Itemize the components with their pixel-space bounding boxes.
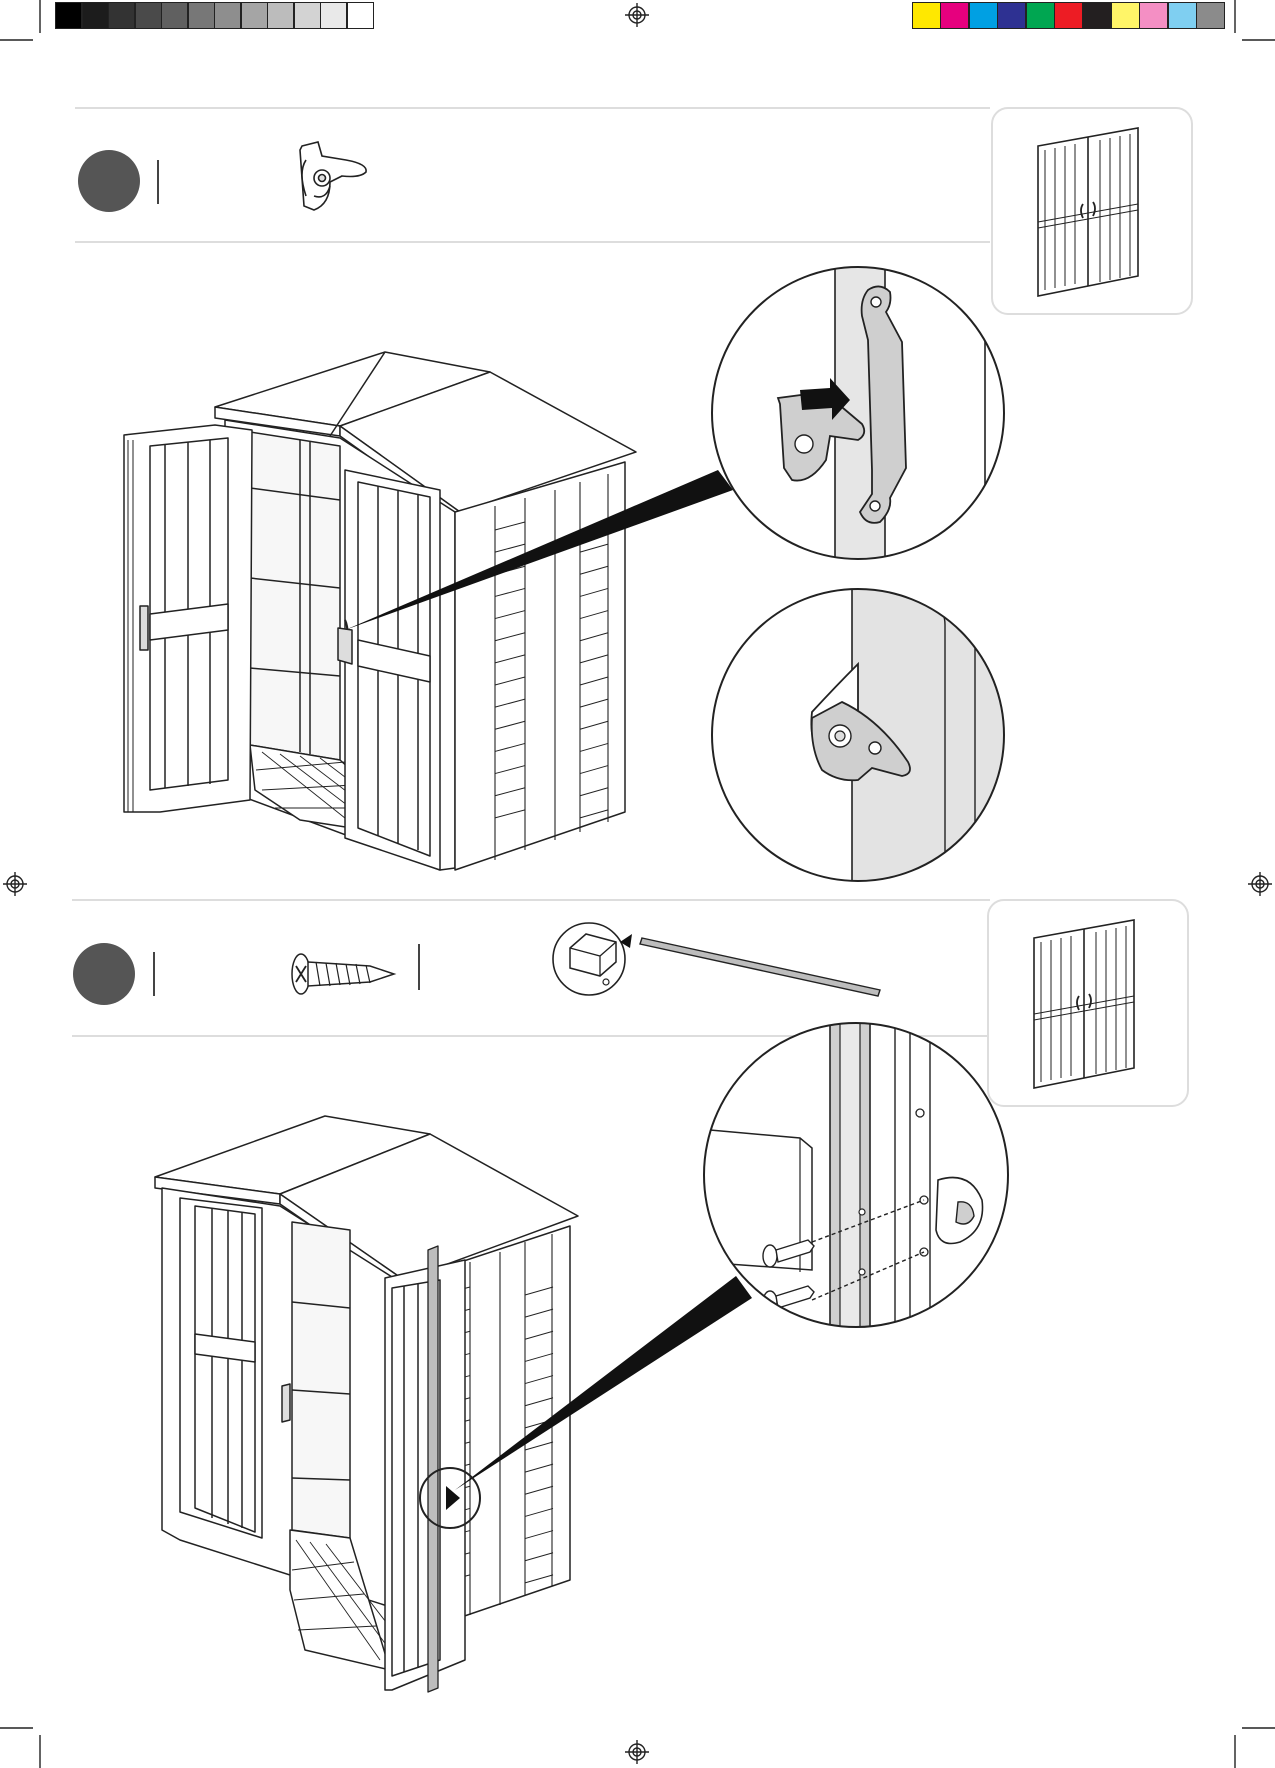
process-color-swatch: [1026, 2, 1055, 29]
process-color-swatch: [1168, 2, 1197, 29]
process-color-swatch: [912, 2, 941, 29]
step-2-door-thumbnail: [988, 900, 1188, 1106]
grayscale-swatch: [294, 2, 321, 29]
latch-installed-detail-circle: [700, 580, 1020, 890]
grayscale-swatch: [161, 2, 188, 29]
process-color-swatch: [1196, 2, 1225, 29]
shed-illustration-step-1: [124, 352, 636, 870]
process-color-swatch: [1139, 2, 1168, 29]
registration-mark-bottom: [625, 1740, 649, 1764]
step-1-badge: [78, 150, 140, 212]
latch-insert-detail-circle: [700, 260, 1020, 570]
metal-strip-part-icon: [553, 923, 880, 996]
grayscale-swatch: [241, 2, 268, 29]
grayscale-swatch: [214, 2, 241, 29]
process-color-swatch: [1111, 2, 1140, 29]
grayscale-swatch: [55, 2, 82, 29]
grayscale-swatch: [320, 2, 347, 29]
grayscale-swatch: [188, 2, 215, 29]
step-1-door-thumbnail: [992, 108, 1192, 314]
process-color-swatch: [1054, 2, 1083, 29]
grayscale-swatch: [267, 2, 294, 29]
step-1-panel: [0, 0, 1275, 890]
process-color-swatch: [997, 2, 1026, 29]
grayscale-swatch: [135, 2, 162, 29]
process-color-swatch: [1082, 2, 1111, 29]
process-color-swatch: [940, 2, 969, 29]
shed-illustration-step-2: [155, 1116, 578, 1692]
step-2-badge: [73, 943, 135, 1005]
self-drilling-screw-part-icon: [292, 954, 394, 994]
process-color-swatch: [969, 2, 998, 29]
grayscale-swatch: [347, 2, 374, 29]
grayscale-swatch: [108, 2, 135, 29]
latch-clip-part-icon: [300, 142, 366, 210]
step-2-panel: [0, 890, 1275, 1740]
grayscale-swatch: [82, 2, 109, 29]
